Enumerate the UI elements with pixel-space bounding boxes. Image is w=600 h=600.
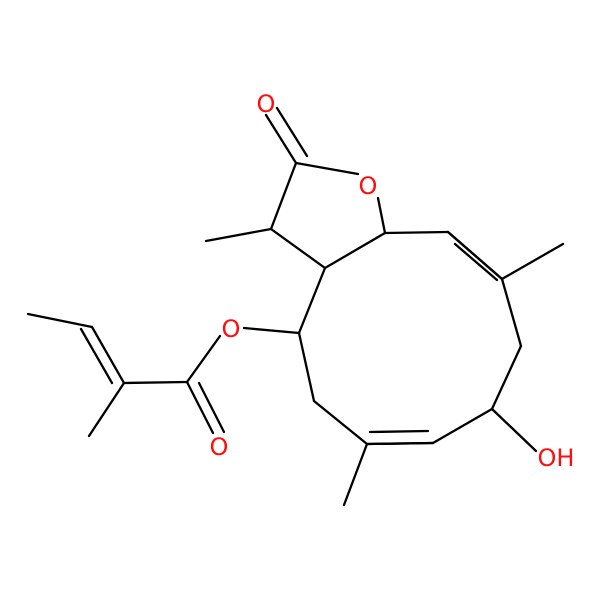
bond-line [87, 381, 126, 438]
bond-line [242, 326, 301, 335]
bond-line [122, 380, 189, 385]
bond-line [431, 407, 494, 445]
bond-line [90, 325, 126, 385]
bond-line [312, 399, 369, 446]
bond-line [26, 312, 94, 329]
bond-line [383, 230, 450, 235]
bond-line [490, 344, 523, 411]
bond-line [185, 334, 222, 384]
bond-line [376, 196, 387, 235]
bond-line [500, 277, 523, 348]
bond-line [275, 106, 309, 158]
bond-line [294, 161, 360, 176]
atom-ester-o: O [222, 315, 241, 343]
bond-line [446, 230, 504, 281]
bond-line [79, 327, 114, 385]
atom-ring-o-lactone: O [359, 172, 378, 200]
bond-line [342, 442, 369, 507]
bond-lines [26, 106, 565, 507]
atom-carbonyl-o-ester: O [210, 433, 229, 461]
bond-line [197, 381, 226, 434]
bond-line [269, 227, 327, 270]
bond-line [368, 429, 430, 434]
bond-line [269, 161, 298, 231]
bond-line [500, 242, 565, 281]
bond-line [453, 242, 499, 282]
bond-line [297, 266, 327, 335]
bond-line [204, 227, 273, 243]
bond-line [365, 441, 435, 446]
bond-line [264, 113, 298, 165]
bond-line [185, 380, 215, 435]
bond-line [297, 331, 316, 403]
atom-hydroxyl-oh: OH [538, 444, 575, 472]
atom-carbonyl-o-lactone: O [257, 90, 276, 118]
bond-line [490, 407, 538, 453]
bond-line [323, 231, 387, 270]
